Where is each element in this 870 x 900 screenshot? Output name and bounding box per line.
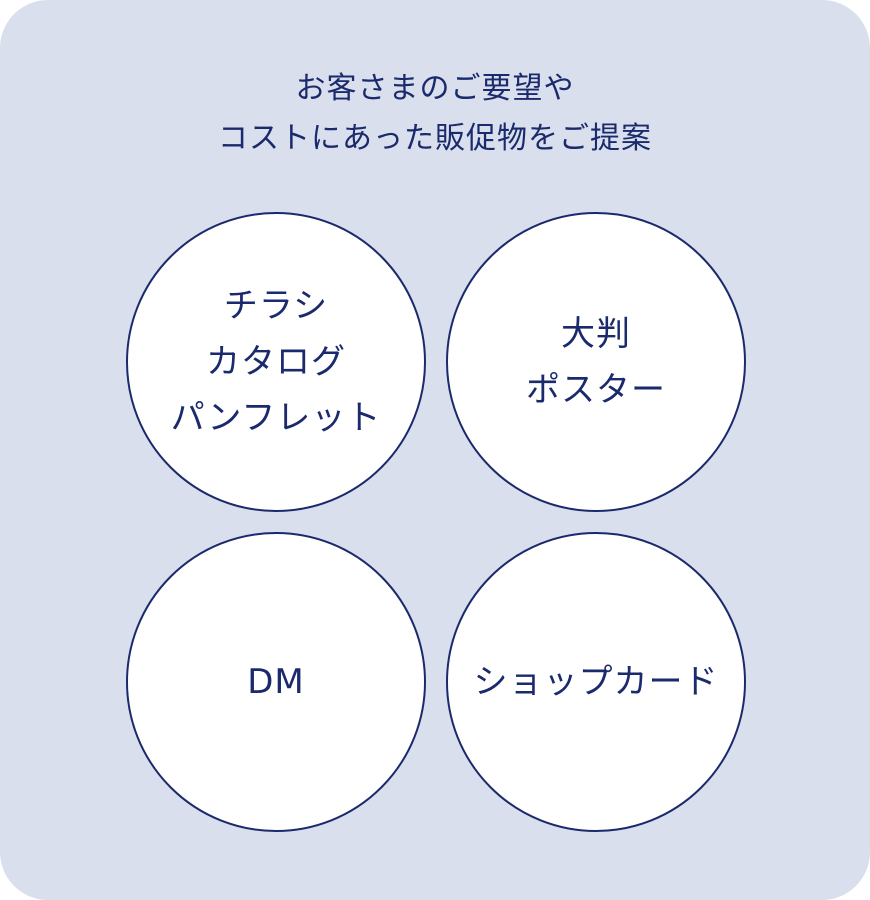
circle-label: ポスター — [526, 370, 666, 410]
circle-shop-cards: ショップカード — [446, 532, 746, 832]
circle-label: DM — [247, 662, 305, 702]
circle-label: カタログ — [206, 342, 346, 382]
circle-large-format-posters: 大判 ポスター — [446, 212, 746, 512]
circle-label: ショップカード — [473, 662, 719, 702]
circle-flyers-catalogs-pamphlets: チラシ カタログ パンフレット — [126, 212, 426, 512]
circle-label: パンフレット — [170, 398, 382, 438]
headline: お客さまのご要望や コストにあった販促物をご提案 — [0, 64, 870, 164]
headline-line-2: コストにあった販促物をご提案 — [218, 121, 652, 156]
headline-line-1: お客さまのご要望や — [295, 71, 575, 106]
circle-dm: DM — [126, 532, 426, 832]
circle-label: 大判 — [561, 314, 631, 354]
circle-label: チラシ — [223, 286, 329, 326]
